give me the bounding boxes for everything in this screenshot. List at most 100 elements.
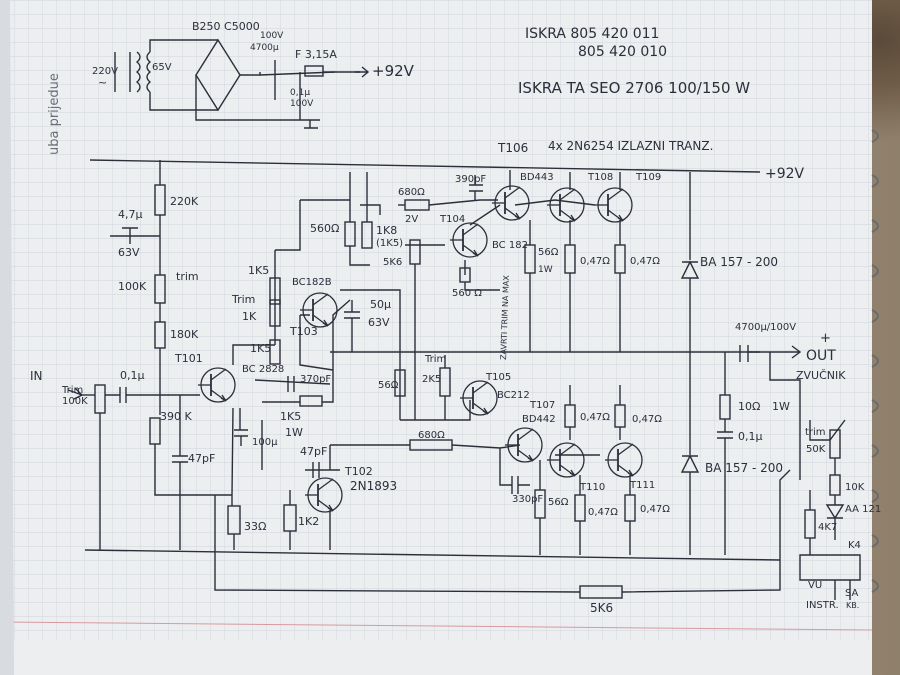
rail-arrow xyxy=(355,66,370,78)
lbl-t101: T101 xyxy=(174,352,203,365)
lbl-r5k6: 5K6 xyxy=(590,601,613,615)
lbl-trim-in-val: 100K xyxy=(62,396,88,407)
lbl-c47pf-b: 47pF xyxy=(300,445,327,458)
ps-cap-label: 4700μ xyxy=(250,43,279,53)
lbl-trim-1k: Trim xyxy=(231,293,255,306)
lbl-zvucnik: ZVUČNIK xyxy=(796,369,846,382)
lbl-c4700-out: 4700μ/100V xyxy=(735,322,796,333)
lbl-c100u: 100μ xyxy=(252,437,278,448)
lbl-r10-w: 1W xyxy=(772,400,790,413)
lbl-in: IN xyxy=(30,369,43,383)
lbl-c390pf-top: 390pF xyxy=(455,174,486,185)
margin-line xyxy=(0,621,873,631)
lbl-r047-e: 0,47Ω xyxy=(588,507,618,518)
lbl-trim-2k5: Trim xyxy=(424,354,446,365)
paper-shadow-left xyxy=(0,0,14,675)
lbl-r1k2: 1K2 xyxy=(298,515,319,528)
header-line3: ISKRA TA SEO 2706 100/150 W xyxy=(518,79,750,97)
lbl-k4: K4 xyxy=(848,540,861,551)
lbl-bd443: BD443 xyxy=(520,172,554,183)
lbl-c01u-in: 0,1μ xyxy=(120,369,145,382)
lbl-bd442: BD442 xyxy=(522,414,556,425)
lbl-c370pf: 370pF xyxy=(300,374,331,385)
lbl-r56-b: 56Ω xyxy=(378,380,399,391)
lbl-r047-c: 0,47Ω xyxy=(580,412,610,423)
ps-mains-label: 220V xyxy=(92,66,118,77)
ps-rail-label: +92V xyxy=(372,62,415,80)
lbl-sa: SA xyxy=(845,588,859,599)
lbl-r1k5-b: 1K5 xyxy=(250,342,271,355)
lbl-r5k6-small: 5K6 xyxy=(383,257,402,268)
lbl-r390k: 390 K xyxy=(160,410,192,423)
lbl-c330pf: 330pF xyxy=(512,494,543,505)
lbl-c47pf-in: 47pF xyxy=(188,452,215,465)
lbl-r560-a: 560Ω xyxy=(310,222,339,235)
lbl-r56-c: 56Ω xyxy=(548,497,569,508)
input-arrow xyxy=(67,387,84,400)
lbl-t104: T104 xyxy=(439,214,465,225)
lbl-trim-in: Trim xyxy=(61,385,83,396)
ps-bridge-label: B250 C5000 xyxy=(192,20,260,33)
header-line2: 805 420 010 xyxy=(578,44,667,60)
lbl-kb: KB. xyxy=(846,601,859,610)
lbl-t106: T106 xyxy=(497,141,528,155)
lbl-t110: T110 xyxy=(579,482,605,493)
lbl-out: OUT xyxy=(806,348,836,364)
lbl-r047-f: 0,47Ω xyxy=(640,504,670,515)
ps-cap-voltage: 100V xyxy=(260,31,284,41)
lbl-bc212: BC212 xyxy=(497,390,530,401)
lbl-r56-a: 56Ω xyxy=(538,247,559,258)
lbl-ba157-b: BA 157 - 200 xyxy=(705,461,783,475)
lbl-t109: T109 xyxy=(635,172,661,183)
lbl-r180k: 180K xyxy=(170,328,199,341)
lbl-ba157-a: BA 157 - 200 xyxy=(700,255,778,269)
lbl-r680-a: 680Ω xyxy=(398,187,425,198)
output-arrow xyxy=(780,345,802,359)
ps-secondary-label: 65V xyxy=(152,62,172,73)
lbl-bc182b: BC182B xyxy=(292,277,332,288)
side-writing: uba prijedue xyxy=(47,73,62,155)
lbl-r1k8: 1K8 xyxy=(376,224,397,237)
lbl-t103: T103 xyxy=(289,325,318,338)
lbl-bc182: BC 182 xyxy=(492,240,528,251)
lbl-r10: 10Ω xyxy=(738,400,760,413)
lbl-r1k5-a: 1K5 xyxy=(248,264,269,277)
lbl-r4k7: 4K7 xyxy=(818,522,837,533)
lbl-t107: T107 xyxy=(529,400,555,411)
lbl-bc2828: BC 2828 xyxy=(242,364,284,375)
lbl-r33: 33Ω xyxy=(244,520,266,533)
lbl-r1k5-d: 1K5 xyxy=(280,410,301,423)
lbl-r047-b: 0,47Ω xyxy=(630,256,660,267)
lbl-instr: INSTR. xyxy=(806,600,839,611)
wiring xyxy=(80,38,861,600)
lbl-t111: T111 xyxy=(629,480,655,491)
ps-bypass-voltage: 100V xyxy=(290,99,314,109)
lbl-trim-1k-val: 1K xyxy=(242,310,257,323)
paper-grid xyxy=(0,0,872,640)
lbl-vu: VU xyxy=(808,580,822,591)
ps-bypass-label: 0,1μ xyxy=(290,88,310,98)
ps-mains-tilde: ~ xyxy=(98,76,107,89)
lbl-t105: T105 xyxy=(485,372,511,383)
lbl-r680-b: 680Ω xyxy=(418,430,445,441)
header-line1: ISKRA 805 420 011 xyxy=(525,26,659,42)
lbl-zavrti: ZAVRTI TRIM NA MAX xyxy=(499,275,511,361)
lbl-r220k: 220K xyxy=(170,195,199,208)
lbl-t108: T108 xyxy=(587,172,613,183)
lbl-c47u: 4,7μ xyxy=(118,208,143,221)
lbl-r1k5-c: (1K5) xyxy=(376,238,403,249)
lbl-v2: 2V xyxy=(405,214,418,225)
lbl-c47u-v: 63V xyxy=(118,246,140,259)
lbl-r100k: 100K xyxy=(118,280,147,293)
lbl-r1k5-d-w: 1W xyxy=(285,426,303,439)
lbl-plus: + xyxy=(820,331,831,346)
lbl-t102-type: 2N1893 xyxy=(350,479,397,493)
lbl-r047-d: 0,47Ω xyxy=(632,414,662,425)
lbl-r560-b: 560 Ω xyxy=(452,288,482,299)
lbl-trim-2k5-val: 2K5 xyxy=(422,374,441,385)
lbl-t102: T102 xyxy=(344,465,373,478)
output-transistor-note: 4x 2N6254 IZLAZNI TRANZ. xyxy=(548,139,713,153)
lbl-c50u-v: 63V xyxy=(368,316,390,329)
